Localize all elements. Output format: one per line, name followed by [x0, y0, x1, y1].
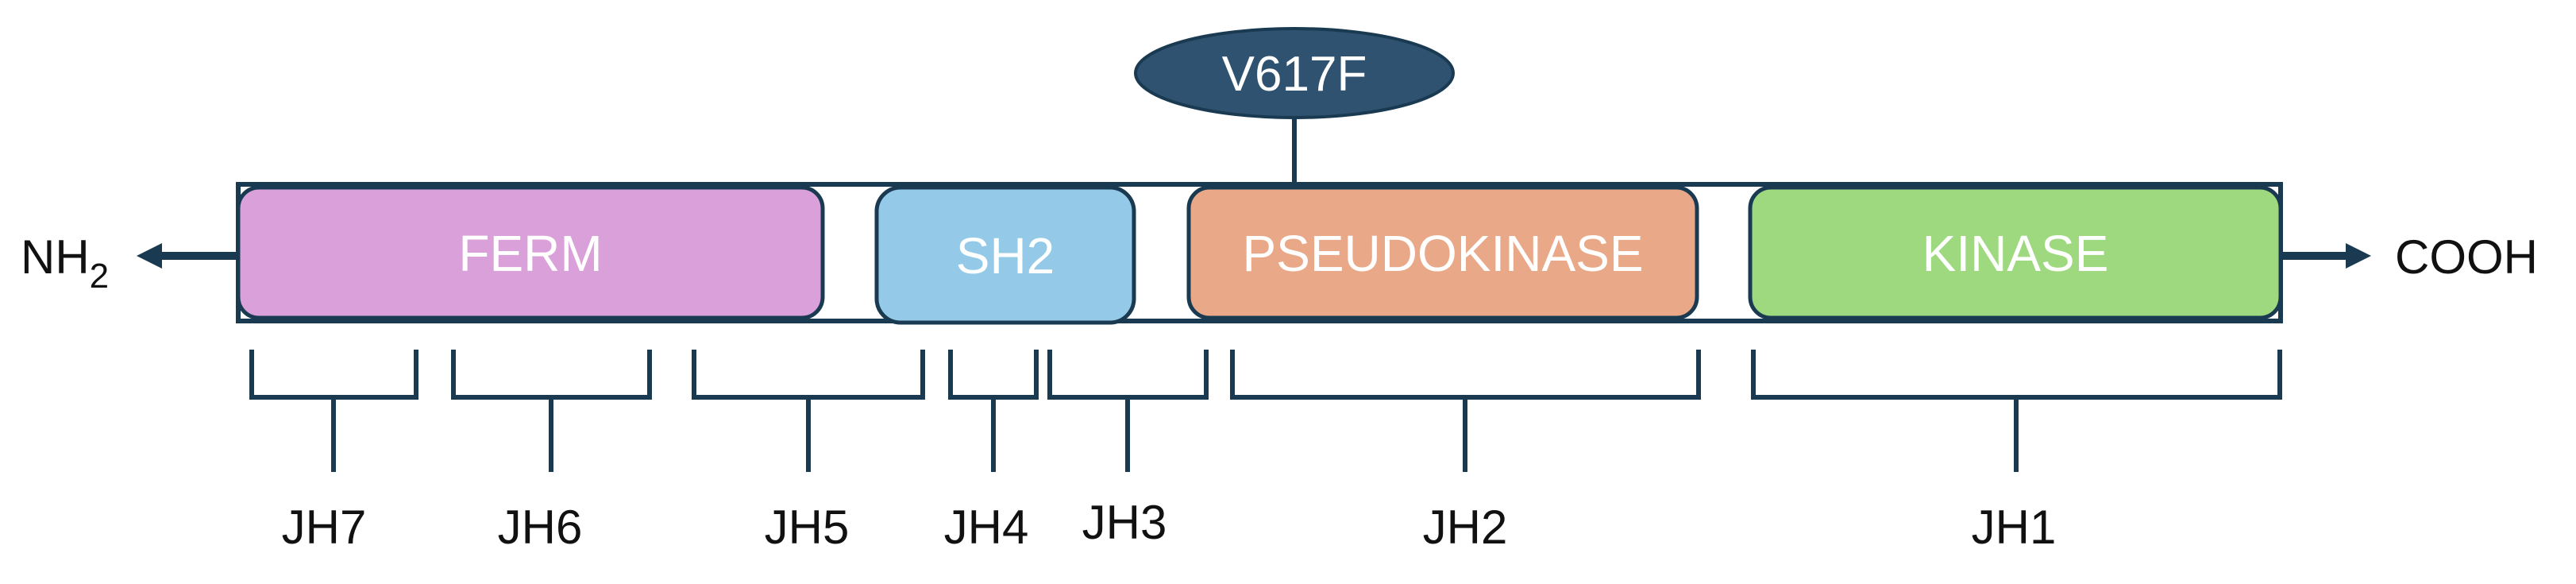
region-jh6-label: JH6: [498, 501, 583, 554]
n-terminus-subscript: 2: [90, 257, 109, 296]
domain-pseudokinase-label: PSEUDOKINASE: [1242, 225, 1643, 282]
bracket-jh3: [1047, 350, 1209, 472]
region-jh5-label: JH5: [765, 501, 850, 554]
domain-kinase-box: [1748, 185, 2283, 320]
domain-ferm-box: [236, 185, 825, 320]
c-terminus-label: COOH: [2395, 230, 2538, 284]
n-terminus-arrowhead: [137, 243, 162, 269]
mutation-v617f-ellipse: [1134, 27, 1455, 119]
domain-kinase-label: KINASE: [1922, 225, 2109, 282]
domain-sh2-box: [874, 185, 1136, 325]
n-terminus-main: NH: [21, 230, 90, 284]
domain-sh2-label: SH2: [956, 227, 1055, 284]
region-jh2-label: JH2: [1423, 501, 1508, 554]
region-jh7-label: JH7: [282, 501, 367, 554]
domain-pseudokinase-box: [1186, 185, 1699, 320]
bracket-jh4: [948, 350, 1039, 472]
bracket-jh7: [249, 350, 418, 472]
mutation-v617f-label: V617F: [1222, 47, 1367, 102]
bracket-jh2: [1230, 350, 1701, 472]
n-terminus-label: NH2: [21, 230, 109, 296]
bracket-jh6: [451, 350, 652, 472]
region-jh3-label: JH3: [1082, 496, 1167, 549]
region-jh4-label: JH4: [944, 501, 1029, 554]
region-jh1-label: JH1: [1972, 501, 2057, 554]
bracket-jh5: [692, 350, 925, 472]
c-terminus-arrowhead: [2346, 243, 2371, 269]
jh-brackets: [249, 350, 2282, 472]
domain-ferm-label: FERM: [458, 225, 602, 282]
bracket-jh1: [1751, 350, 2282, 472]
